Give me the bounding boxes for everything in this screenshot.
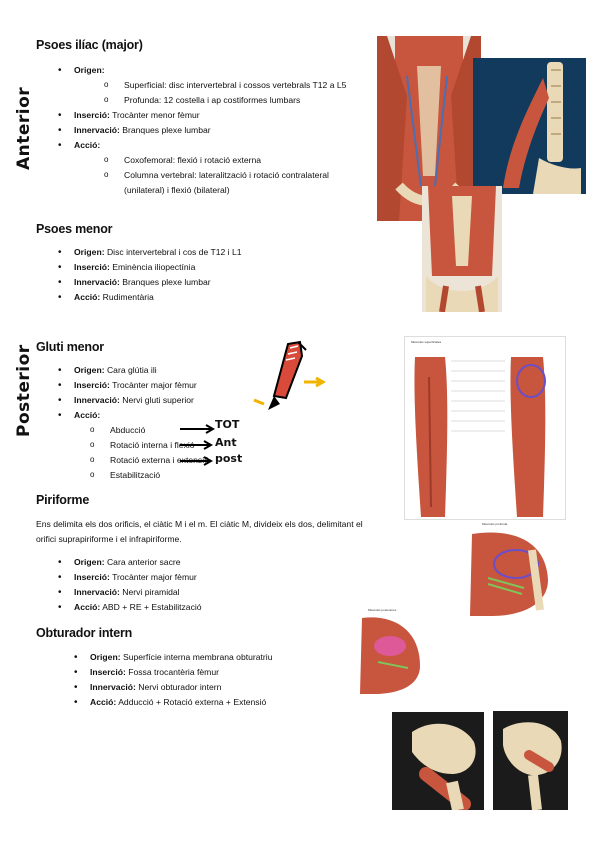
- side-label-posterior: Posterior: [14, 344, 34, 437]
- list-item: Innervació: Branques plexe lumbar: [58, 123, 368, 138]
- psoes-iliac-list: Origen: Superficial: disc intervertebral…: [58, 63, 368, 198]
- handwritten-post: post: [215, 452, 243, 465]
- anatomy-image-3d-pelvis-left: [392, 712, 484, 810]
- list-item: Innervació: Nervi piramidal: [58, 585, 358, 600]
- figure-label-profunda: Músculos profunda: [482, 522, 508, 526]
- heading-psoes-iliac: Psoes ilíac (major): [36, 38, 143, 52]
- list-item: Origen: Disc intervertebral i cos de T12…: [58, 245, 368, 260]
- figure-label-superficial: Músculos superficiales: [411, 340, 442, 344]
- list-item: Inserció: Eminència iliopectínia: [58, 260, 368, 275]
- anatomy-image-piriforme: Músculos profunda: [452, 520, 563, 616]
- list-item: Origen: Superficial: disc intervertebral…: [58, 63, 368, 108]
- heading-gluti-menor: Gluti menor: [36, 340, 104, 354]
- anatomy-image-3d-pelvis-right: [493, 711, 568, 810]
- list-item: Acció: Rudimentària: [58, 290, 368, 305]
- anatomy-image-posterior-leg: Músculos superficiales: [404, 336, 566, 520]
- list-item: Acció: ABD + RE + Estabilització: [58, 600, 358, 615]
- list-item: Estabilització: [90, 467, 298, 483]
- handwritten-arrows: [180, 424, 216, 466]
- list-item: Origen: Superfície interna membrana obtu…: [74, 650, 354, 665]
- list-item: Coxofemoral: flexió i rotació externa: [104, 152, 368, 168]
- list-item: Inserció: Trocànter menor fèmur: [58, 108, 368, 123]
- list-item: Profunda: 12 costella i ap costiformes l…: [104, 92, 368, 108]
- gluti-menor-list: Origen: Cara glútia ili Inserció: Trocàn…: [58, 363, 298, 483]
- figure-label-posteriores: Músculos posteriores: [368, 608, 397, 612]
- list-item: Innervació: Branques plexe lumbar: [58, 275, 368, 290]
- list-item: Acció: Adducció + Rotació externa + Exte…: [74, 695, 354, 710]
- marker-sketch-icon: [253, 340, 327, 410]
- list-item: Superficial: disc intervertebral i cosso…: [104, 77, 368, 93]
- side-label-anterior: Anterior: [14, 86, 34, 170]
- handwritten-ant: Ant: [215, 436, 237, 449]
- piriforme-paragraph: Ens delimita els dos orificis, el ciàtic…: [36, 519, 363, 544]
- anatomy-image-pelvis-anterior: [422, 186, 502, 312]
- list-item: Inserció: Fossa trocantèria fèmur: [74, 665, 354, 680]
- list-item: Abducció: [90, 422, 298, 438]
- heading-psoes-menor: Psoes menor: [36, 222, 113, 236]
- list-item: Origen: Cara anterior sacre: [58, 555, 358, 570]
- list-item: Origen: Cara glútia ili: [58, 363, 298, 378]
- list-item: Inserció: Trocànter major fèmur: [58, 570, 358, 585]
- heading-piriforme: Piriforme: [36, 493, 90, 507]
- anatomy-image-psoas-3d: [473, 58, 586, 194]
- list-item: Columna vertebral: lateralització i rota…: [104, 167, 368, 198]
- anatomy-image-obturador: Músculos posteriores: [338, 606, 438, 694]
- list-item: Acció: Coxofemoral: flexió i rotació ext…: [58, 138, 368, 198]
- list-item: Acció: Abducció Rotació interna i flexió…: [58, 408, 298, 483]
- list-item: Rotació interna i flexió: [90, 437, 298, 453]
- list-item: Innervació: Nervi obturador intern: [74, 680, 354, 695]
- list-item: Rotació externa i extensió: [90, 452, 298, 468]
- handwritten-tot: TOT: [215, 418, 240, 431]
- psoes-menor-list: Origen: Disc intervertebral i cos de T12…: [58, 245, 368, 305]
- list-item: Inserció: Trocànter major fèmur: [58, 378, 298, 393]
- piriforme-list: Origen: Cara anterior sacre Inserció: Tr…: [58, 555, 358, 615]
- list-item: Innervació: Nervi gluti superior: [58, 393, 298, 408]
- obturador-intern-list: Origen: Superfície interna membrana obtu…: [74, 650, 354, 710]
- heading-obturador-intern: Obturador intern: [36, 626, 133, 640]
